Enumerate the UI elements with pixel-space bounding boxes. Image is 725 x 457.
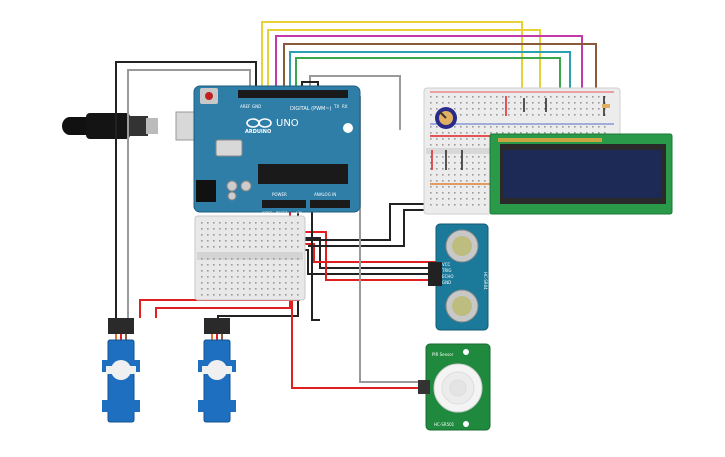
servo-motor-2: [198, 318, 236, 423]
potentiometer[interactable]: [435, 107, 457, 129]
power-header: [262, 200, 306, 208]
ultrasonic-sensor: VCC TRIG ECHO GND HC-SR04: [428, 223, 489, 331]
us-pin-echo: ECHO: [442, 274, 453, 279]
servo-motor-1: [102, 318, 140, 423]
reset-button[interactable]: [205, 92, 213, 100]
aref-label: AREF: [240, 104, 251, 109]
wires: [115, 21, 597, 389]
arduino-uno-board: DIGITAL (PWM~) AREF GND TX RX ARDUINO UN…: [193, 85, 361, 215]
lcd-screen: [504, 150, 662, 198]
arduino-model: UNO: [276, 118, 299, 129]
pir-bottom-label: HC-SR501: [434, 422, 455, 427]
analog-label: ANALOG IN: [314, 192, 336, 197]
small-breadboard: [194, 215, 306, 301]
microcontroller-chip: [258, 164, 348, 184]
lcd-display: [489, 133, 673, 215]
power-label: POWER: [272, 192, 287, 197]
us-model-label: HC-SR04: [483, 272, 488, 290]
digital-header: [238, 90, 348, 98]
pir-top-label: PIR Sensor: [432, 352, 454, 357]
ioref-label: IOREF: [262, 211, 272, 215]
arduino-brand: ARDUINO: [245, 129, 271, 135]
gnd-label: GND: [252, 104, 261, 109]
analog-header: [310, 200, 350, 208]
tx-label: TX: [333, 104, 339, 109]
pir-sensor: PIR Sensor HC-SR501: [418, 343, 491, 431]
vin-label: VIN: [296, 211, 302, 215]
digital-label: DIGITAL (PWM~): [290, 106, 332, 112]
resistor: [602, 104, 610, 108]
reset-label: RESET: [276, 211, 288, 215]
power-jack: [196, 180, 216, 202]
arduino-logo-icon: [246, 118, 272, 128]
us-pin-trig: TRIG: [441, 268, 452, 273]
us-pin-gnd: GND: [442, 280, 451, 285]
rx-label: RX: [342, 104, 348, 109]
usb-cable: [62, 111, 215, 141]
us-pin-vcc: VCC: [442, 262, 451, 267]
